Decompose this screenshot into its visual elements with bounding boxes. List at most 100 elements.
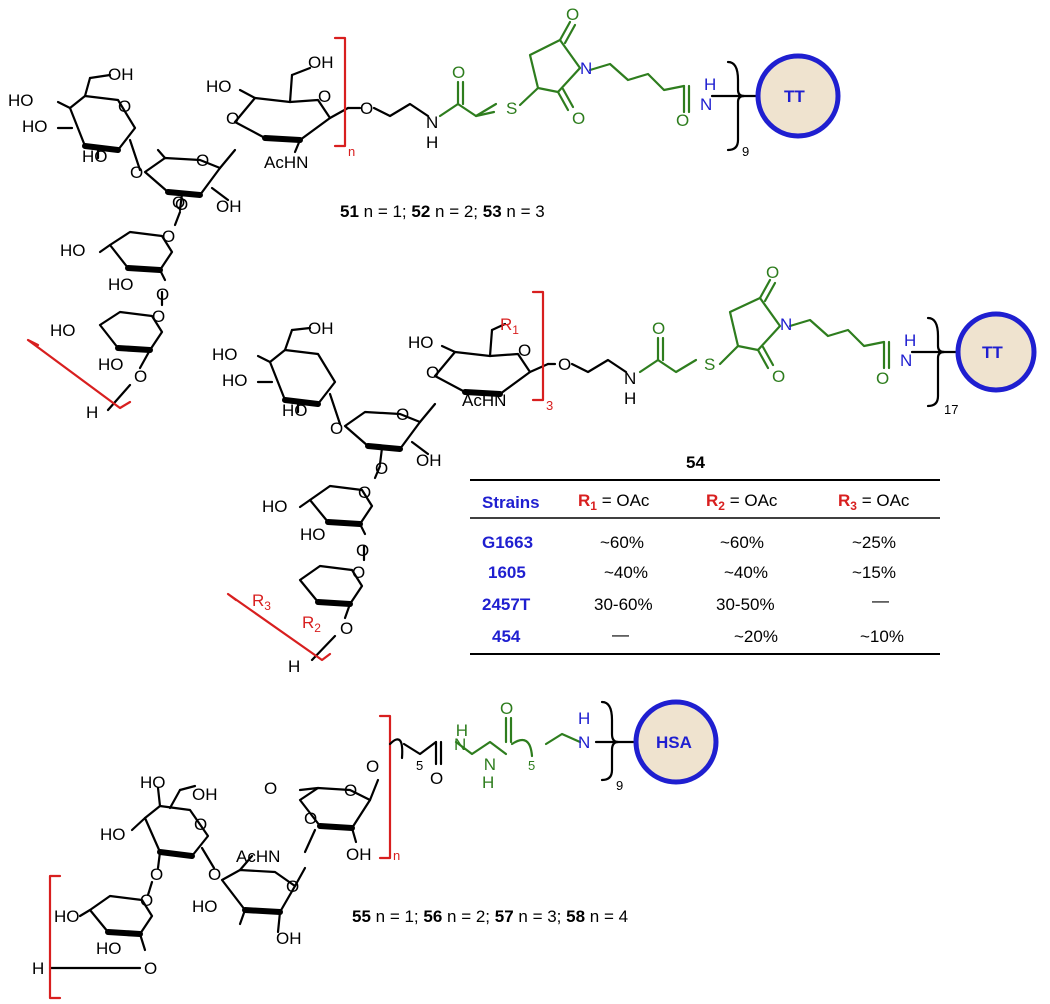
table-row-strain: 1605: [488, 563, 526, 582]
amide-o-2: O: [676, 111, 689, 130]
oh-label-3: OH: [308, 53, 334, 72]
table-cell-r1: —: [612, 625, 629, 644]
ho-label-2: HO: [22, 117, 48, 136]
compounds-label-1: 51 n = 1; 52 n = 2; 53 n = 3: [340, 202, 545, 221]
conjugate-3-structure: HO OH HO O O O AcHN HO OH O O O O OH O: [32, 699, 719, 1000]
table-cell-r3: —: [872, 591, 889, 610]
linker-1: [346, 80, 498, 118]
ring-o-5: O: [226, 109, 239, 128]
r2-label: R2: [302, 613, 321, 635]
rhamnose-ring-1: [143, 148, 237, 212]
linker-h-1: H: [426, 133, 438, 152]
amide-h-1: H: [704, 75, 716, 94]
mannose-ring-1: [56, 73, 142, 172]
table-cell-r1: ~40%: [604, 563, 648, 582]
chain-o-12: O: [144, 959, 157, 978]
table-cell-r3: ~25%: [852, 533, 896, 552]
ho-label-10: HO: [222, 371, 248, 390]
chain-h-3: H: [32, 959, 44, 978]
carrier-tt-2: [955, 311, 1037, 393]
ring-o-16: O: [264, 779, 277, 798]
amide-o-3: O: [652, 319, 665, 338]
amide-o-1: O: [452, 63, 465, 82]
ho-label-19: HO: [96, 939, 122, 958]
rhamnose-ring-2: [343, 402, 437, 466]
oh-label-4: OH: [308, 319, 334, 338]
amide-h-2: H: [904, 331, 916, 350]
ring-o-4: O: [172, 193, 185, 212]
linker-n-2: N: [624, 369, 636, 388]
glcnac-ring-2: [433, 322, 550, 397]
linker-n-1: N: [426, 113, 438, 132]
table-cell-r1: ~60%: [600, 533, 644, 552]
linker-subscript-3b: 5: [528, 758, 535, 773]
achn-label-3: AcHN: [236, 847, 280, 866]
conjugate-1-structure: HO HO OH HO O O O OH O HO OH O: [8, 5, 841, 422]
mannose-ring-2: [256, 326, 342, 426]
r3-label: R3: [252, 591, 271, 613]
table-header-strains: Strains: [482, 493, 540, 512]
oh-label-2: OH: [216, 197, 242, 216]
linker-subscript-3a: 5: [416, 758, 423, 773]
carrier-hsa: [633, 699, 719, 785]
repeat-bracket-2b: [226, 592, 332, 662]
table-header-r3: R3 = OAc: [838, 491, 910, 513]
imide-o-bottom: O: [572, 109, 585, 128]
ho-label-9: HO: [212, 345, 238, 364]
ho-label-13: HO: [262, 497, 288, 516]
carrier-tt-1: [755, 53, 841, 139]
chain-o-1: O: [175, 195, 188, 214]
table-row-strain: 454: [492, 627, 521, 646]
repeat-subscript-2: 3: [546, 398, 553, 413]
glcnac-ring-1: [233, 66, 350, 154]
imide-o-top: O: [566, 5, 579, 24]
carrier-tt-2-label: TT: [982, 343, 1003, 362]
oh-label-6: OH: [192, 785, 218, 804]
table-header-r1: R1 = OAc: [578, 491, 650, 513]
ho-label-3: HO: [82, 147, 108, 166]
loading-bracket-1: [726, 60, 746, 152]
rhamnose-ring-3: [298, 778, 380, 854]
hydrazide-o-1: O: [430, 769, 443, 788]
glcnac-ring-3: [220, 854, 307, 934]
ring-o-15: O: [304, 809, 317, 828]
table-cell-r2: 30-50%: [716, 595, 775, 614]
ring-o-11: O: [194, 815, 207, 834]
loading-3: 9: [616, 778, 623, 793]
table-cell-r3: ~10%: [860, 627, 904, 646]
succinimide-1: [518, 20, 758, 114]
ring-o-6: O: [318, 87, 331, 106]
ho-label-14: HO: [300, 525, 326, 544]
compound-label-54: 54: [686, 453, 705, 472]
carrier-tt-1-label: TT: [784, 87, 805, 106]
oh-label-7: OH: [276, 929, 302, 948]
imide-o-top-2: O: [766, 263, 779, 282]
imide-n-1: N: [580, 59, 592, 78]
chain-o-6: O: [375, 459, 388, 478]
compounds-label-3: 55 n = 1; 56 n = 2; 57 n = 3; 58 n = 4: [352, 907, 628, 926]
amide-o-4: O: [876, 369, 889, 388]
ring-o-13: O: [208, 865, 221, 884]
chain-o-4: O: [152, 307, 165, 326]
ho-label-8: HO: [98, 355, 124, 374]
chain-o-8: O: [356, 541, 369, 560]
carrier-hsa-label: HSA: [656, 733, 692, 752]
table-row-strain: G1663: [482, 533, 533, 552]
ho-label-18: HO: [54, 907, 80, 926]
chain-o-9: O: [352, 563, 365, 582]
chain-o-11: O: [140, 891, 153, 910]
loading-bracket-2: [926, 316, 946, 408]
chain-o-3: O: [156, 285, 169, 304]
repeat-subscript-1: n: [348, 144, 355, 159]
achn-label-2: AcHN: [462, 391, 506, 410]
ho-label-4: HO: [206, 77, 232, 96]
chain-o-10: O: [340, 619, 353, 638]
achn-label-1: AcHN: [264, 153, 308, 172]
amide-h-3: H: [578, 709, 590, 728]
ring-o-2: O: [130, 163, 143, 182]
imide-n-2: N: [780, 315, 792, 334]
chain-h-1: H: [86, 403, 98, 422]
conjugate-2-structure: HO HO OH HO O O OH HO R1 O O AcHN 3: [212, 263, 1037, 676]
